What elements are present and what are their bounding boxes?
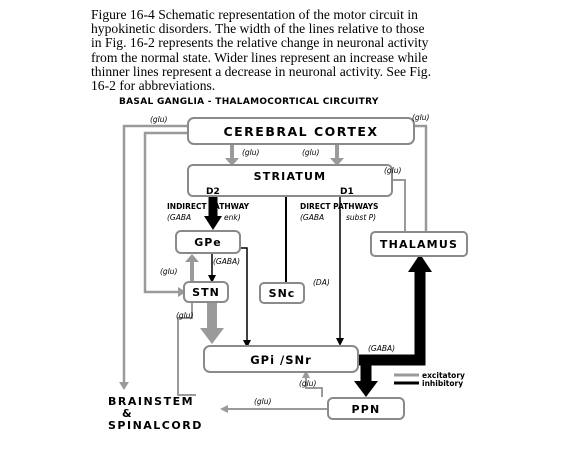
cortex-to-striatum-right-arrowhead (330, 158, 344, 166)
ppn-to-gpi-line (305, 376, 323, 397)
gaba-gpi-label: (GABA) (368, 344, 395, 353)
gpi-to-thalamus-arrowhead (408, 254, 432, 272)
gpe-label: GPe (194, 236, 222, 249)
snc-box (259, 282, 305, 304)
glu-thalamus-label: (glu) (384, 166, 402, 175)
glu-striatum-right-label: (glu) (302, 148, 320, 157)
caption-line: from the normal state. Wider lines repre… (91, 49, 428, 65)
glu-stn-gpi-label: (glu) (176, 311, 194, 320)
striatum-label: STRIATUM (254, 170, 327, 183)
stn-label: STN (192, 286, 220, 299)
glu-ppn-label: (glu) (299, 379, 317, 388)
thalamus-to-striatum-line (392, 179, 406, 235)
caption-line: hypokinetic disorders. The width of the … (91, 21, 425, 37)
caption-line: in Fig. 16-2 represents the relative cha… (91, 35, 429, 51)
cortex-box (187, 117, 415, 145)
stn-to-ppn-line (177, 302, 196, 396)
stn-to-gpe-arrowhead (185, 254, 199, 262)
direct-nt-right-label: subst P) (346, 213, 376, 222)
thalamus-box (370, 231, 468, 257)
thalamus-cortex-line (414, 124, 428, 235)
dopamine-label: (DA) (313, 278, 330, 287)
gpi-label: GPi /SNr (250, 353, 312, 367)
d2-label: D2 (206, 187, 220, 197)
stn-to-gpi-arrowhead (200, 328, 224, 344)
gpi-to-thalamus-line (358, 268, 426, 366)
indirect-pathway-label: INDIRECT PATHWAY (167, 202, 250, 211)
ppn-label: PPN (352, 403, 381, 416)
ampersand-label: & (122, 407, 132, 420)
direct-nt-left-label: (GABA (300, 213, 324, 222)
gaba-gpe-label: (GABA) (213, 257, 240, 266)
gpe-to-gpi-line (240, 247, 248, 342)
cortex-to-stn-arrowhead (178, 287, 186, 297)
d1-to-gpi-arrowhead (336, 338, 344, 346)
direct-pathway-label: DIRECT PATHWAYS (300, 202, 378, 211)
cortex-to-brainstem-arrowhead (119, 382, 129, 390)
indirect-nt-right-label: enk) (224, 213, 241, 222)
glu-stn-gpe-label: (glu) (160, 267, 178, 276)
striatum-box (187, 164, 393, 197)
gpe-to-stn-arrowhead (208, 275, 216, 283)
caption-line: Figure 16-4 Schematic representation of … (91, 7, 418, 22)
snc-label: SNc (269, 287, 296, 300)
stn-box (183, 281, 229, 303)
diagram-title: BASAL GANGLIA - THALAMOCORTICAL CIRCUITR… (119, 97, 379, 107)
d2-to-gpe-arrowhead (204, 216, 222, 230)
indirect-nt-left-label: (GABA (167, 213, 191, 222)
glu-cortex-right-label: (glu) (412, 113, 430, 122)
thalamus-label: THALAMUS (380, 238, 458, 251)
cortex-to-brainstem-line (122, 124, 188, 383)
ppn-to-gpi-arrowhead (302, 370, 310, 378)
cortex-label: CEREBRAL CORTEX (223, 124, 378, 139)
ppn-to-brainstem-arrowhead (220, 405, 228, 413)
gpe-box (175, 230, 241, 254)
brainstem-label: BRAINSTEM (108, 395, 194, 408)
caption-line: thinner lines represent a decrease in ne… (91, 63, 431, 79)
spinalcord-label: SPINALCORD (108, 419, 203, 432)
legend-excitatory-label: excitatory (422, 371, 465, 380)
gpi-box (203, 345, 359, 373)
glu-cortex-left-label: (glu) (150, 115, 168, 124)
glu-brainstem-label: (glu) (254, 397, 272, 406)
legend-inhibitory-label: inhibitory (422, 379, 463, 388)
d1-label: D1 (340, 187, 354, 197)
cortex-to-stn-line (143, 131, 188, 294)
gpe-to-gpi-arrowhead (243, 340, 251, 348)
caption-line: 16-2 for abbreviations. (91, 78, 216, 94)
cortex-to-striatum-left-arrowhead (225, 158, 239, 166)
ppn-box (327, 397, 405, 420)
gpi-to-ppn-arrowhead (354, 381, 378, 397)
glu-striatum-left-label: (glu) (242, 148, 260, 157)
figure-caption: Figure 16-4 Schematic representation of … (91, 7, 511, 94)
